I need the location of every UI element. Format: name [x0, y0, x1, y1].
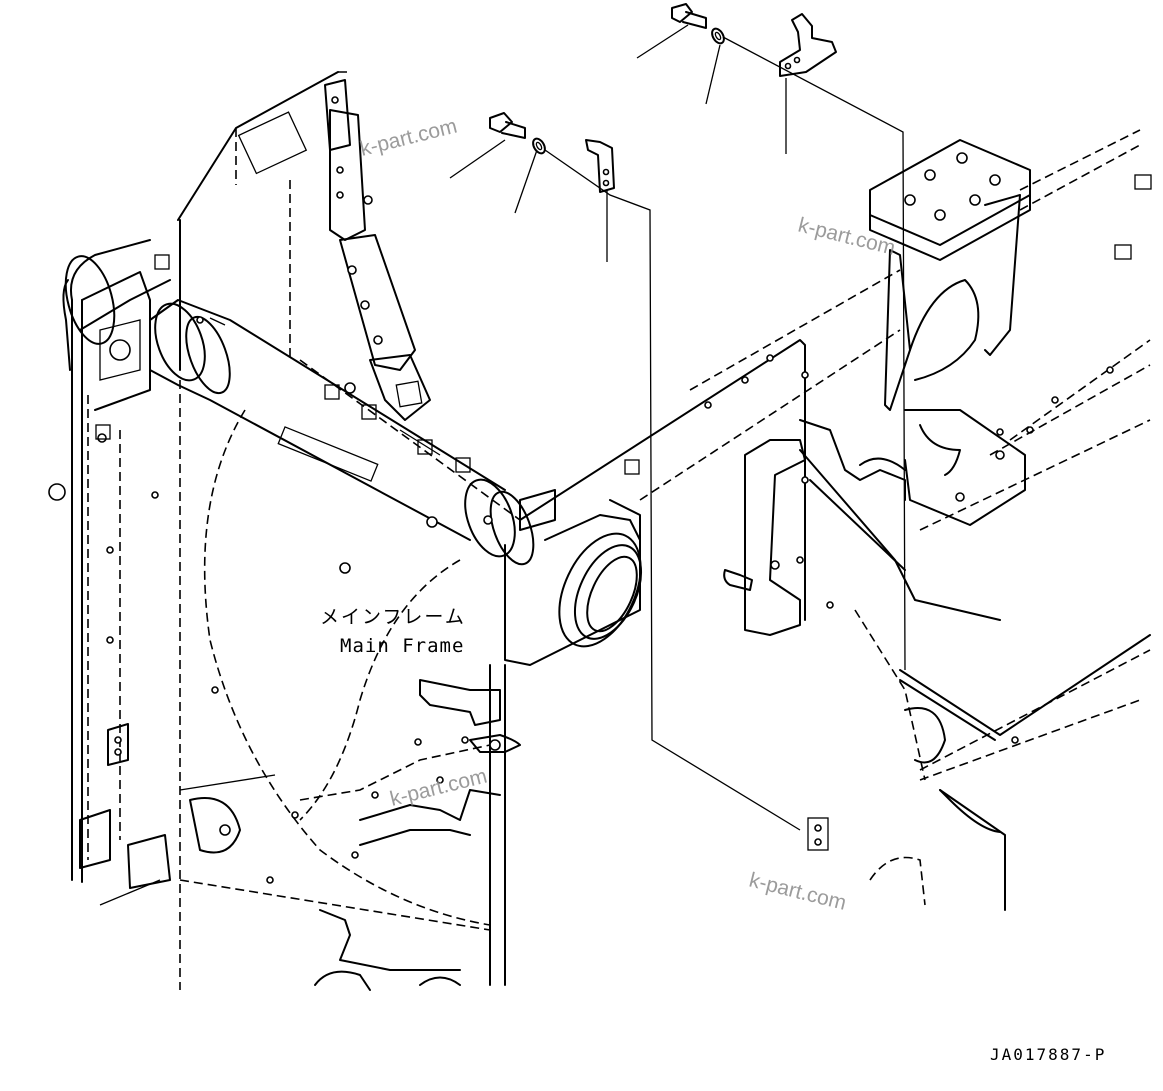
assembly-leaders — [449, 24, 906, 831]
watermarks: k-part.com k-part.com k-part.com k-part.… — [358, 115, 898, 915]
bracket-icon — [585, 139, 615, 193]
small-bosses — [95, 254, 829, 851]
callout-label-en: Main Frame — [340, 635, 464, 657]
bolt-icon — [671, 3, 707, 29]
center-plate — [299, 339, 834, 666]
right-lower-bracket — [723, 419, 1006, 911]
watermark-text: k-part.com — [358, 115, 460, 161]
watermark-text: k-part.com — [747, 869, 849, 915]
tube-left-cap — [64, 255, 151, 411]
watermark-text: k-part.com — [388, 765, 490, 811]
left-frame — [48, 71, 350, 906]
main-frame-callout: メインフレーム Main Frame — [320, 606, 466, 657]
right-rails — [639, 129, 1151, 781]
cross-tube — [149, 299, 535, 566]
right-mount-block — [869, 139, 1152, 526]
washer-icon — [532, 137, 546, 155]
inclined-brace — [324, 79, 431, 421]
washer-icon — [711, 27, 725, 45]
callout-label-jp: メインフレーム — [320, 606, 466, 628]
drawing-reference: JA017887-P — [990, 1045, 1106, 1064]
bolt-icon — [489, 112, 526, 139]
bracket-icon — [779, 13, 837, 77]
lower-frame — [151, 426, 521, 991]
shroud-outline — [179, 180, 491, 990]
